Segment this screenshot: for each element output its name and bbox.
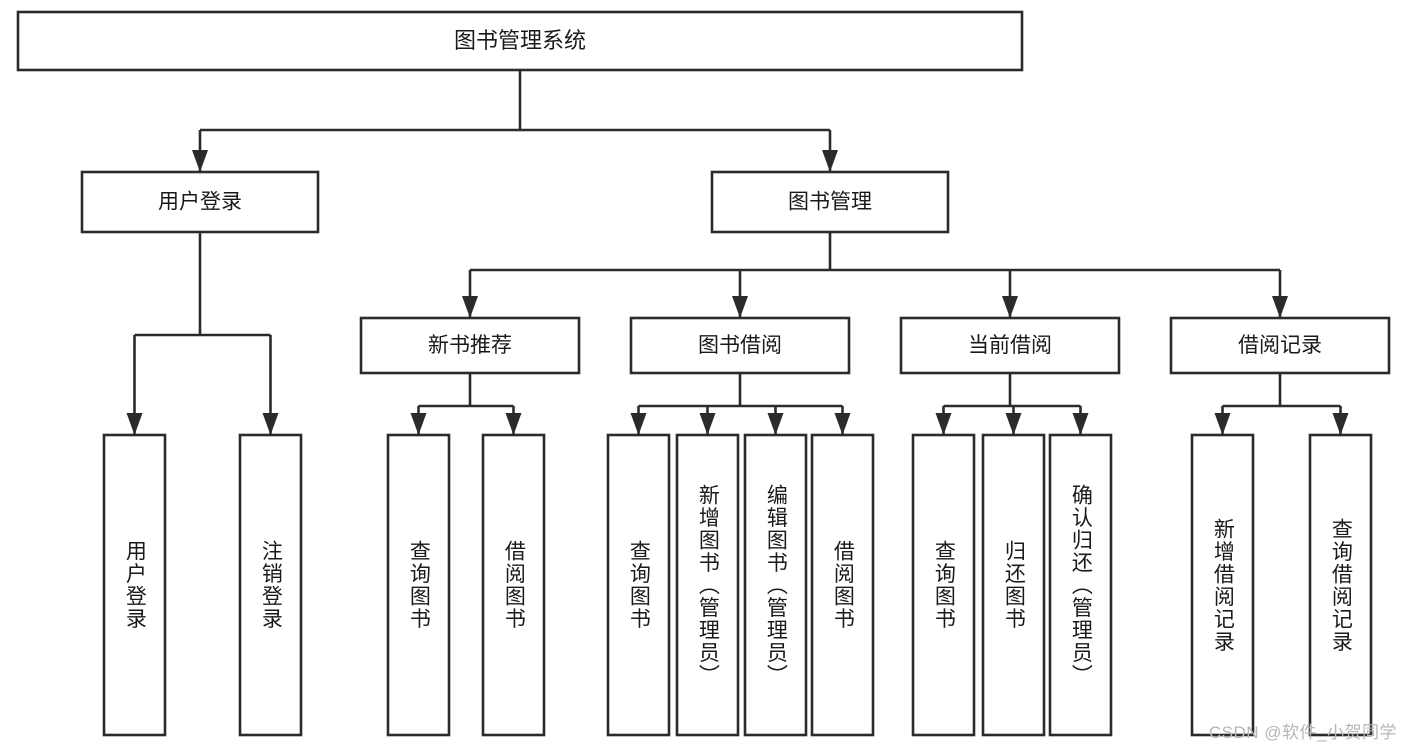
arrow-head-icon (1072, 413, 1089, 435)
level2-node-box[interactable] (710, 170, 950, 234)
leaf-node-box[interactable] (481, 433, 546, 737)
arrow-head-icon (1005, 413, 1022, 435)
level3-node-box[interactable] (1169, 316, 1391, 375)
leaf-node-box[interactable] (1190, 433, 1255, 737)
level3-node-label: 当前借阅 (968, 334, 1052, 357)
leaf-node-box[interactable] (1048, 433, 1113, 737)
leaf-node-box[interactable] (102, 433, 167, 737)
leaf-node-box[interactable] (606, 433, 671, 737)
arrow-head-icon (1332, 413, 1349, 435)
leaf-node-box[interactable] (675, 433, 740, 737)
arrow-head-icon (126, 413, 143, 435)
leaf-node-box[interactable] (1308, 433, 1373, 737)
level2-node-box[interactable] (80, 170, 320, 234)
level3-node-box[interactable] (359, 316, 581, 375)
watermark-text: CSDN @软件_小贺同学 (1208, 723, 1397, 742)
arrow-head-icon (462, 296, 478, 318)
level3-node-label: 借阅记录 (1238, 334, 1322, 357)
arrow-head-icon (505, 413, 522, 435)
root-node-label: 图书管理系统 (454, 28, 586, 53)
level3-node-box[interactable] (629, 316, 851, 375)
arrow-head-icon (732, 296, 748, 318)
level3-node-box[interactable] (899, 316, 1121, 375)
node-box-layer (16, 10, 1391, 737)
arrow-head-icon (767, 413, 784, 435)
leaf-node-box[interactable] (981, 433, 1046, 737)
level3-node-label: 新书推荐 (428, 334, 512, 357)
level3-node-label: 图书借阅 (698, 334, 782, 357)
arrow-head-icon (192, 150, 208, 172)
leaf-node-box[interactable] (911, 433, 976, 737)
level2-node-label: 图书管理 (788, 191, 872, 214)
level2-node-label: 用户登录 (158, 191, 242, 214)
leaf-node-box[interactable] (386, 433, 451, 737)
arrow-head-icon (834, 413, 851, 435)
leaf-node-box[interactable] (810, 433, 875, 737)
arrow-head-icon (630, 413, 647, 435)
arrow-head-icon (699, 413, 716, 435)
arrow-head-icon (822, 150, 838, 172)
arrow-head-icon (410, 413, 427, 435)
root-node-box[interactable] (16, 10, 1024, 72)
leaf-node-box[interactable] (743, 433, 808, 737)
leaf-node-box[interactable] (238, 433, 303, 737)
arrow-head-icon (1272, 296, 1288, 318)
arrow-head-icon (1002, 296, 1018, 318)
arrow-head-icon (1214, 413, 1231, 435)
arrow-head-icon (262, 413, 279, 435)
connector-layer (126, 70, 1349, 435)
arrow-head-icon (935, 413, 952, 435)
